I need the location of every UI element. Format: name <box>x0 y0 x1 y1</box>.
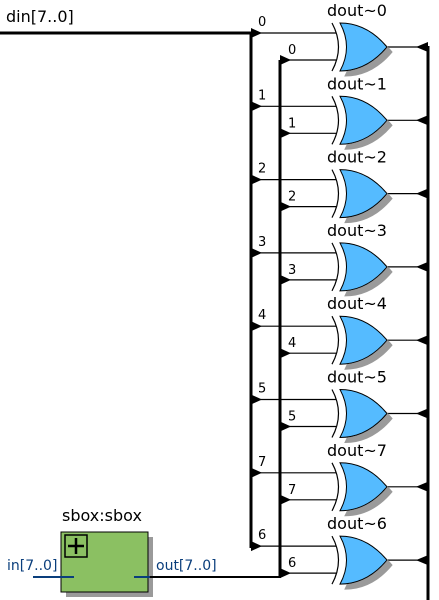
xor-gate[interactable] <box>339 388 388 439</box>
bus-ripper-a <box>251 541 262 552</box>
xor-gate-back-curve <box>331 169 340 218</box>
bit-index-label-top: 0 <box>258 15 266 30</box>
bus-ripper-b <box>280 274 291 285</box>
xor-gate[interactable] <box>339 95 388 145</box>
bit-index-label-top: 6 <box>258 528 266 543</box>
bus-ripper-b <box>280 421 291 432</box>
output-bus-ripper <box>416 261 428 272</box>
input-port-label: din[7..0] <box>6 7 74 26</box>
xor-gate[interactable] <box>339 22 388 72</box>
bit-index-label-top: 5 <box>258 382 266 397</box>
gate-name-label: dout~5 <box>327 368 387 387</box>
xor-gate-back-curve <box>331 96 340 145</box>
bus-ripper-a <box>251 394 262 405</box>
sbox-instance-label: sbox:sbox <box>62 506 142 525</box>
output-bus-ripper <box>416 335 428 346</box>
xor-gate-back-curve <box>331 535 340 585</box>
bit-index-label-top: 2 <box>258 162 266 177</box>
bit-index-label-top: 7 <box>258 455 266 470</box>
bit-index-label-top: 3 <box>258 235 266 250</box>
sbox-in-port-label: in[7..0] <box>7 558 57 574</box>
xor-gate-back-curve <box>331 315 340 365</box>
xor-gate-back-curve <box>331 242 340 292</box>
gate-name-label: dout~4 <box>327 294 387 313</box>
sbox-out-port-label: out[7..0] <box>156 558 217 574</box>
bit-index-label-bottom: 4 <box>288 336 296 351</box>
output-bus-ripper <box>416 408 428 419</box>
output-bus-ripper <box>416 188 428 199</box>
bus-ripper-a <box>251 101 262 112</box>
bit-index-label-bottom: 7 <box>288 483 296 498</box>
gate-name-label: dout~2 <box>327 148 387 167</box>
bus-ripper-a <box>251 174 262 185</box>
gate-name-label: dout~0 <box>327 1 387 20</box>
bus-ripper-a <box>251 321 262 332</box>
output-bus-ripper <box>416 42 428 52</box>
gate-name-label: dout~7 <box>327 441 387 460</box>
bit-index-label-bottom: 2 <box>288 190 296 205</box>
output-bus-ripper <box>416 481 428 492</box>
bus-ripper-b <box>280 128 291 139</box>
xor-gate-back-curve <box>331 22 340 72</box>
output-bus-ripper <box>416 555 428 566</box>
xor-gate[interactable] <box>339 315 388 365</box>
bus-ripper-b <box>280 55 291 65</box>
xor-gate[interactable] <box>339 169 388 219</box>
bit-index-label-top: 1 <box>258 88 266 103</box>
xor-gate[interactable] <box>339 462 388 512</box>
bus-ripper-b <box>280 494 291 505</box>
bus-ripper-a <box>251 467 262 478</box>
xor-gate-back-curve <box>331 389 340 438</box>
bit-index-label-bottom: 1 <box>288 116 296 131</box>
bus-ripper-a <box>251 28 262 38</box>
xor-gate[interactable] <box>339 535 388 585</box>
bit-index-label-bottom: 0 <box>288 43 296 58</box>
bus-ripper-b <box>280 348 291 359</box>
bit-index-label-bottom: 6 <box>288 556 296 571</box>
gate-name-label: dout~3 <box>327 221 387 240</box>
bus-ripper-b <box>280 568 291 579</box>
bit-index-label-bottom: 3 <box>288 263 296 278</box>
xor-gate-back-curve <box>331 462 340 512</box>
gate-array: dout~0 0 0 dout~1 1 1 dout~2 2 2 dout~3 3 3 dout~4 4 4… <box>251 1 428 585</box>
gate-name-label: dout~6 <box>327 514 387 533</box>
xor-gate[interactable] <box>339 242 388 292</box>
bit-index-label-bottom: 5 <box>288 410 296 425</box>
gate-name-label: dout~1 <box>327 74 387 93</box>
sbox-module[interactable]: sbox:sbox in[7..0] out[7..0] <box>7 506 217 597</box>
bus-ripper-b <box>280 201 291 212</box>
bit-index-label-top: 4 <box>258 308 266 323</box>
bus-ripper-a <box>251 247 262 258</box>
output-bus-ripper <box>416 115 428 126</box>
